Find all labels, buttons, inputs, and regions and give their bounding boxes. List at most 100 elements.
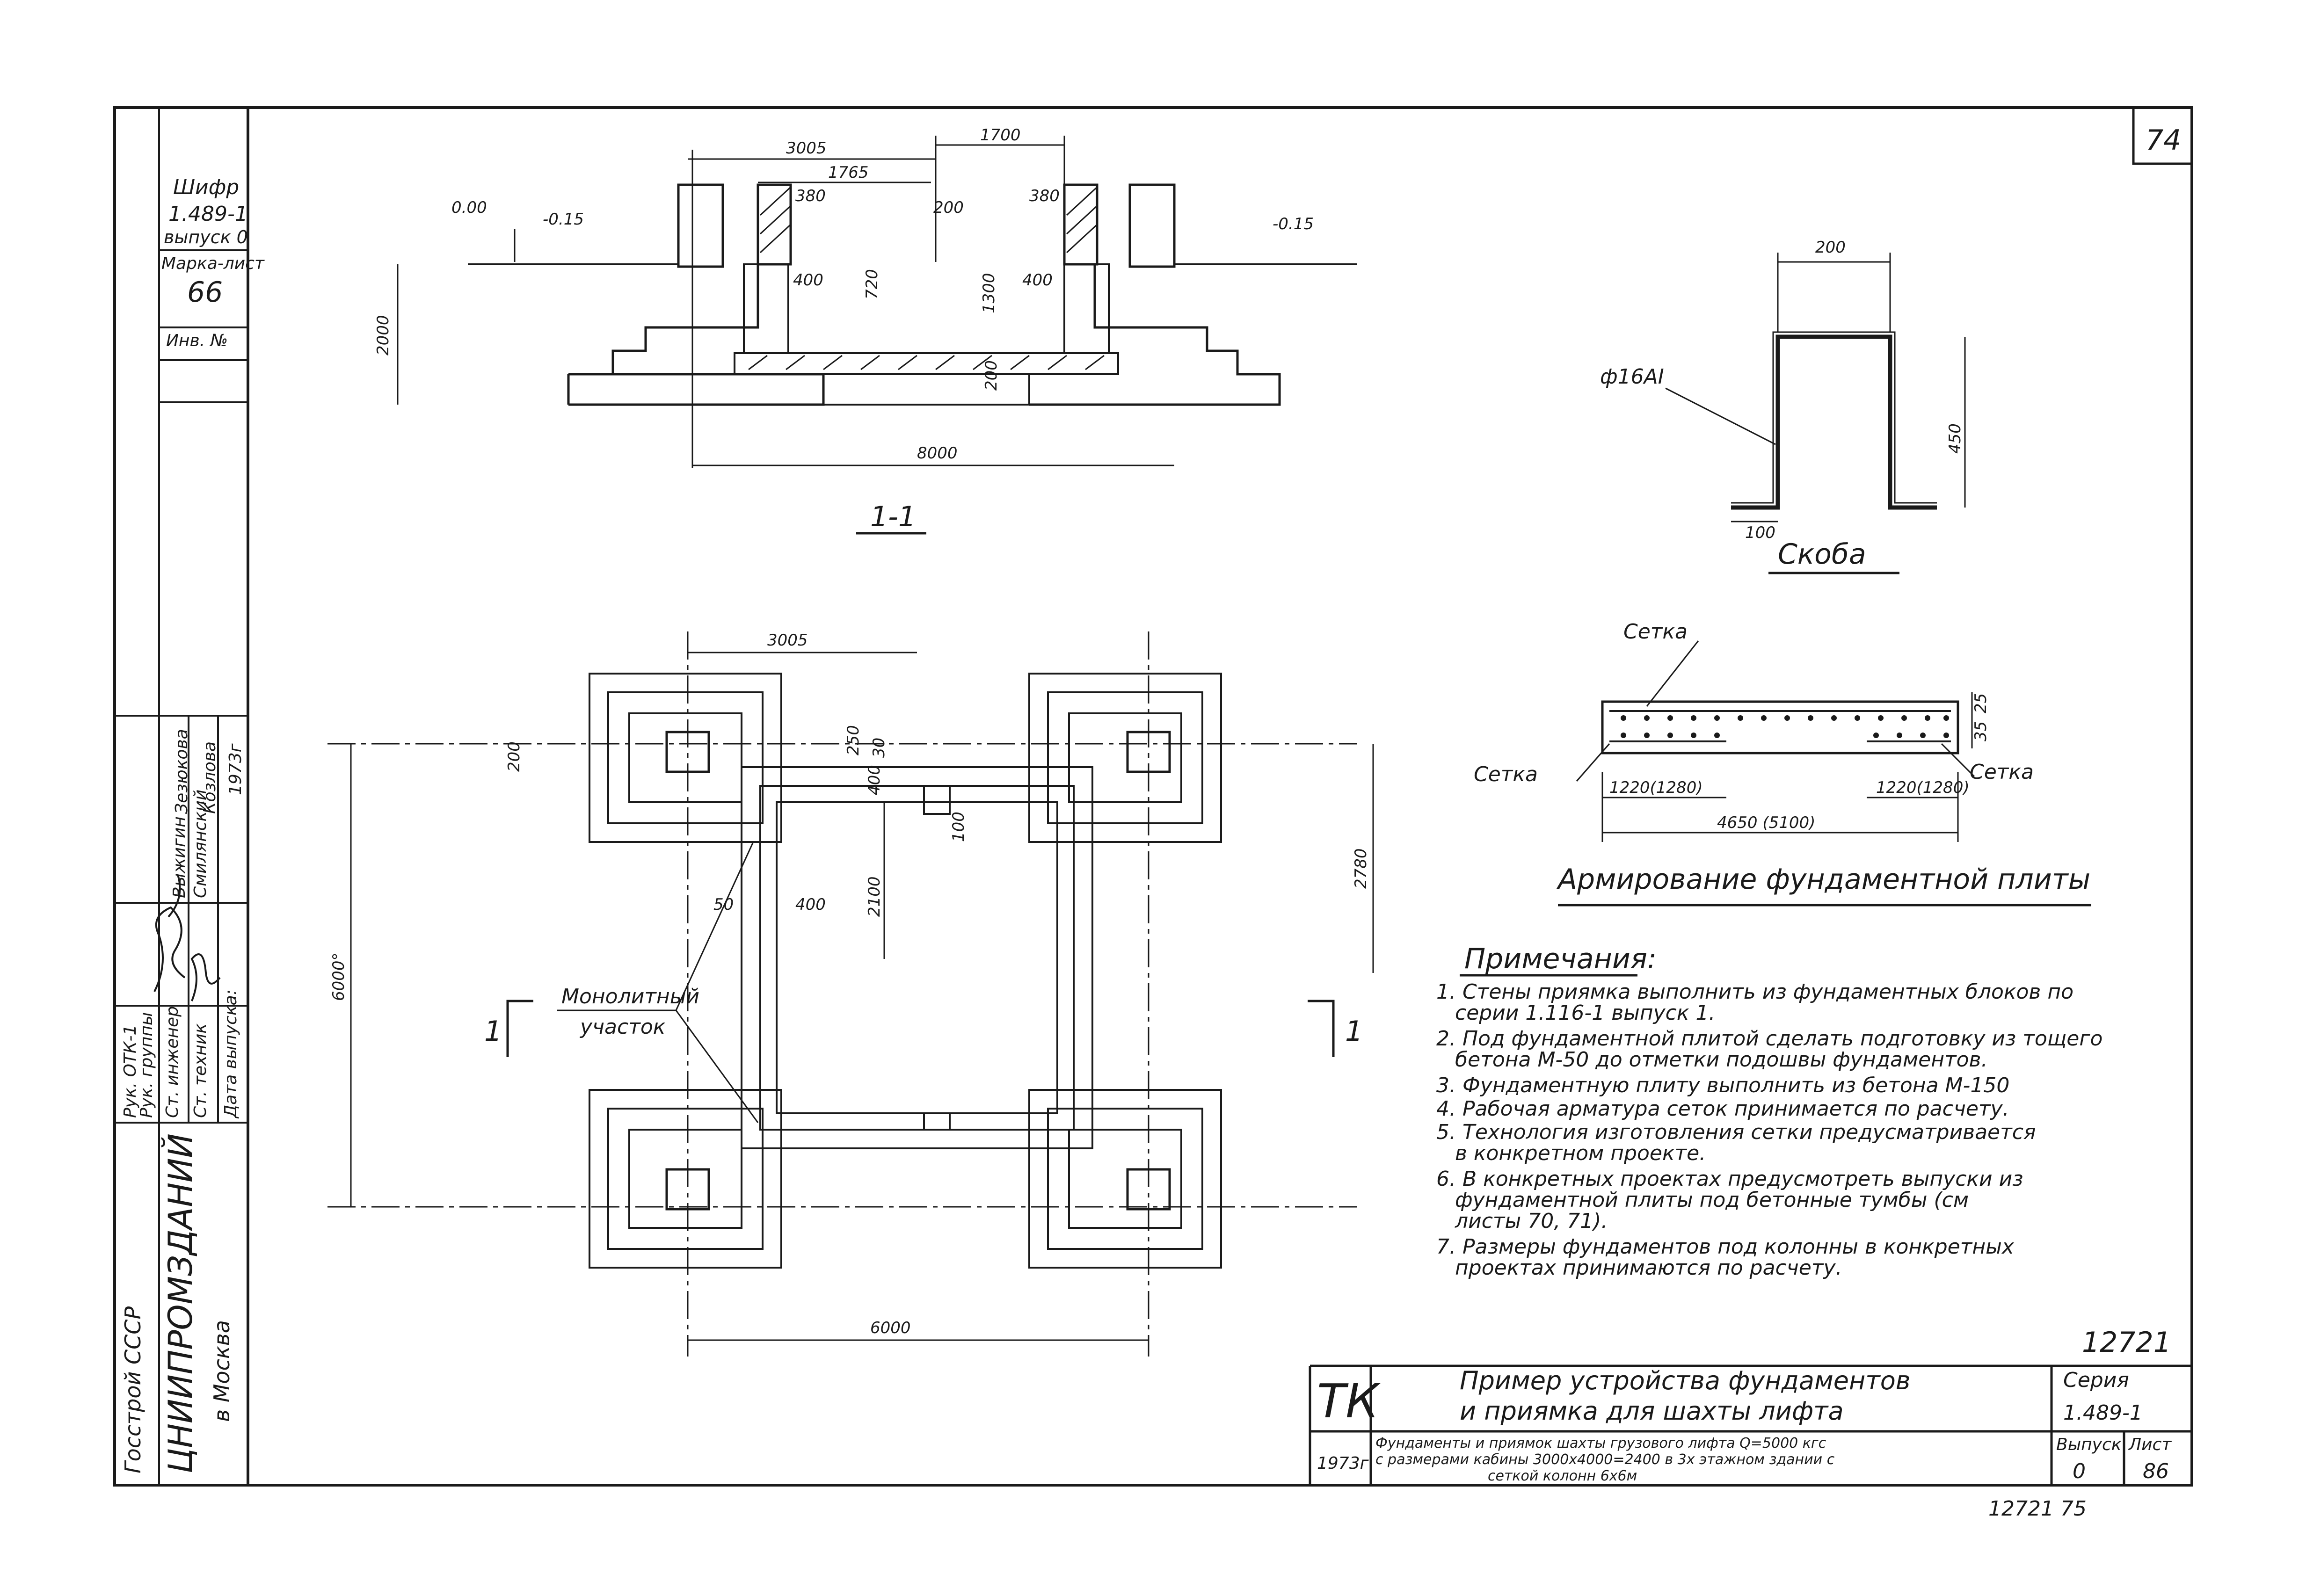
note-line-2: серии 1.116-1 выпуск 1. xyxy=(1455,1001,1715,1025)
section-title: 1-1 xyxy=(870,501,916,533)
footer-code: 12721 75 xyxy=(1988,1497,2087,1521)
signature-scribble xyxy=(153,874,186,992)
plan-dim-6000-left: 6000° xyxy=(329,952,348,1001)
staff-name-2: Смилянский xyxy=(191,790,210,898)
plan-view: 3005 200 250 30 400 100 2100 50 400 2780… xyxy=(327,631,1374,1357)
staff-name-4: Козлова xyxy=(200,741,219,814)
org-line1: Госстрой СССР xyxy=(120,1306,146,1473)
slab-dim-35: 35 xyxy=(1972,721,1990,741)
monolith-label-1: Монолитный xyxy=(561,985,699,1008)
level-left: -0.15 xyxy=(543,210,584,229)
dim-380-left: 380 xyxy=(795,187,826,205)
dim-3005: 3005 xyxy=(786,139,827,158)
plan-dim-6000-bottom: 6000 xyxy=(870,1319,911,1337)
slab-title: Армирование фундаментной плиты xyxy=(1556,863,2090,896)
slab-span-left: 1220(1280) xyxy=(1609,778,1703,797)
rebar-dots xyxy=(1621,715,1949,738)
sheet-label: Лист xyxy=(2128,1435,2172,1454)
slab-label-left: Сетка xyxy=(1474,762,1538,786)
dim-2000: 2000 xyxy=(374,315,393,355)
note-line-1: 1. Стены приямка выполнить из фундаментн… xyxy=(1436,980,2073,1004)
note-line-9: 6. В конкретных проектах предусмотреть в… xyxy=(1436,1167,2023,1191)
plan-dim-50: 50 xyxy=(713,895,734,914)
level-zero: 0.00 xyxy=(451,198,487,217)
cut-mark-right: 1 xyxy=(1345,1015,1363,1048)
dim-1300: 1300 xyxy=(980,273,998,313)
notes-title: Примечания: xyxy=(1464,943,1657,975)
slab-span-right: 1220(1280) xyxy=(1876,778,1970,797)
staff-role-4: Ст. техник xyxy=(191,1023,210,1118)
notes: Примечания: 1. Стены приямка выполнить и… xyxy=(1436,943,2103,1280)
monolith-leader xyxy=(675,842,759,1123)
plan-dim-2100: 2100 xyxy=(865,876,884,917)
staff-name-5: 1973г xyxy=(226,743,245,795)
plan-dim-2780: 2780 xyxy=(1352,848,1370,889)
staff-role-1: Рук. ОТК-1 xyxy=(121,1025,140,1118)
staff-role-3: Ст. инженер xyxy=(163,1006,182,1118)
left-panel: Шифр 1.489-1 выпуск 0 Марка-лист 66 Инв.… xyxy=(115,108,265,1485)
org-name: ЦНИИПРОМЗДАНИЙ xyxy=(161,1133,200,1473)
staff-role-5: Дата выпуска: xyxy=(221,989,240,1119)
plan-dim-3005: 3005 xyxy=(767,631,808,650)
issue-label: выпуск 0 xyxy=(164,227,248,247)
dim-1700: 1700 xyxy=(980,126,1021,145)
mark-value: 66 xyxy=(187,276,223,309)
issue-value: 0 xyxy=(2073,1459,2086,1483)
dim-380-right: 380 xyxy=(1029,187,1060,205)
issue-label: Выпуск xyxy=(2056,1435,2122,1454)
staple-dim-100: 100 xyxy=(1745,523,1775,542)
level-right: -0.15 xyxy=(1273,215,1314,233)
staff-name-3: Зезюкова xyxy=(172,729,191,814)
slab-label-top: Сетка xyxy=(1623,620,1688,644)
sub-line-3: сеткой колонн 6х6м xyxy=(1488,1468,1637,1484)
cipher-label: Шифр xyxy=(173,175,239,199)
note-line-4: бетона М-50 до отметки подошвы фундамент… xyxy=(1455,1048,1987,1072)
plan-dim-250: 250 xyxy=(844,725,863,755)
sheet-number: 74 xyxy=(2146,124,2181,157)
year: 1973г xyxy=(1317,1454,1369,1473)
cut-mark-left: 1 xyxy=(484,1015,502,1048)
plan-dim-400: 400 xyxy=(865,765,884,795)
plan-dim-30: 30 xyxy=(870,738,888,758)
cut-arrow-left xyxy=(506,1000,533,1057)
series-label: Серия xyxy=(2063,1368,2129,1392)
section-1-1: 3005 1700 1765 380 380 200 720 1300 400 … xyxy=(374,126,1357,535)
dim-1765: 1765 xyxy=(828,163,869,182)
staple-title: Скоба xyxy=(1778,538,1866,571)
org-city: в Москва xyxy=(209,1320,234,1422)
dim-200b: 200 xyxy=(982,360,1001,391)
sub-line-2: с размерами кабины 3000х4000=2400 в 3х э… xyxy=(1375,1451,1835,1468)
cut-arrow-right xyxy=(1308,1000,1335,1057)
title-line-1: Пример устройства фундаментов xyxy=(1460,1366,1911,1395)
note-line-12: 7. Размеры фундаментов под колонны в кон… xyxy=(1436,1235,2015,1259)
slab-total: 4650 (5100) xyxy=(1717,813,1815,832)
staff-role-2: Рук. группы xyxy=(137,1012,156,1118)
dim-400-left: 400 xyxy=(793,271,823,290)
note-line-3: 2. Под фундаментной плитой сделать подго… xyxy=(1436,1027,2103,1051)
series-value: 1.489-1 xyxy=(2063,1401,2143,1425)
sheet-value: 86 xyxy=(2143,1459,2169,1483)
dim-8000: 8000 xyxy=(917,444,958,463)
note-line-8: в конкретном проекте. xyxy=(1455,1141,1706,1165)
dim-400-right: 400 xyxy=(1022,271,1053,290)
mark-label: Марка-лист xyxy=(161,254,265,273)
slab-reinforcement: Сетка Сетка Сетка 25 35 1220(1280) 1220(… xyxy=(1474,620,2091,907)
footing-tl xyxy=(589,673,782,843)
note-line-10: фундаментной плиты под бетонные тумбы (с… xyxy=(1455,1188,1969,1212)
plan-dim-100: 100 xyxy=(949,812,968,842)
staple-dim-200: 200 xyxy=(1815,238,1846,257)
note-line-7: 5. Технология изготовления сетки предусм… xyxy=(1436,1120,2036,1144)
note-line-11: листы 70, 71). xyxy=(1455,1209,1608,1233)
footing-bl xyxy=(589,1089,782,1269)
slab-label-right: Сетка xyxy=(1970,760,2034,784)
title-line-2: и приямка для шахты лифта xyxy=(1460,1396,1844,1426)
note-line-5: 3. Фундаментную плиту выполнить из бетон… xyxy=(1436,1074,2009,1097)
code-top: 12721 xyxy=(2082,1326,2171,1359)
plan-dim-200: 200 xyxy=(505,741,524,772)
staple-bar: ф16АI xyxy=(1600,365,1664,389)
title-block: 12721 ТК 1973г Пример устройства фундаме… xyxy=(1309,1326,2192,1521)
staple-detail: 200 450 100 ф16АI Скоба xyxy=(1600,238,1966,574)
note-line-6: 4. Рабочая арматура сеток принимается по… xyxy=(1436,1097,2009,1121)
dim-720: 720 xyxy=(863,269,881,299)
